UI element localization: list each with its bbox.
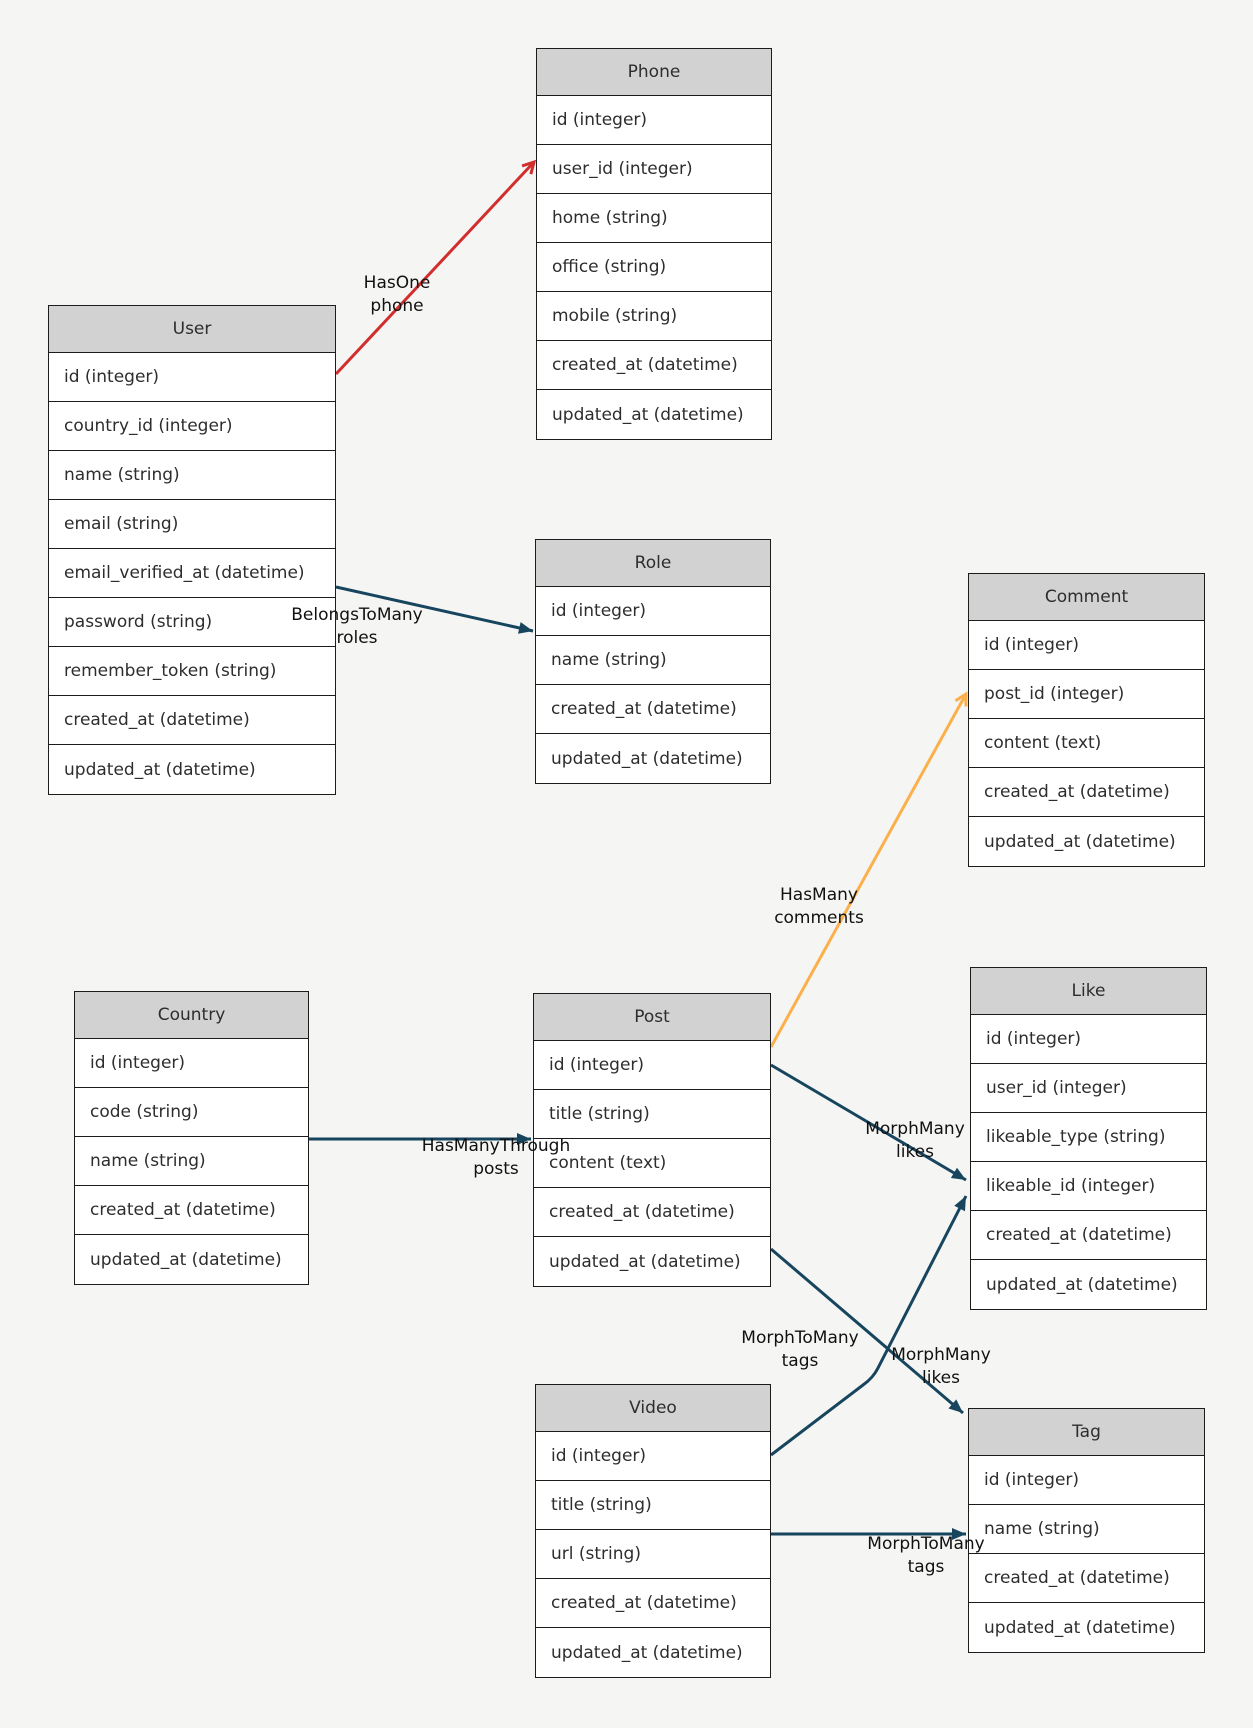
field-row: created_at (datetime) xyxy=(971,1211,1206,1260)
field-row: home (string) xyxy=(537,194,771,243)
field-row: updated_at (datetime) xyxy=(551,1642,743,1663)
entity-title: Post xyxy=(534,994,770,1041)
entity-table-comment: Comment id (integer) post_id (integer) c… xyxy=(968,573,1205,867)
field-row: updated_at (datetime) xyxy=(90,1249,282,1270)
entity-title: Comment xyxy=(969,574,1204,621)
field-row: email (string) xyxy=(49,500,335,549)
field-row: id (integer) xyxy=(75,1039,308,1088)
field-row: office (string) xyxy=(537,243,771,292)
edge-post-comment xyxy=(769,691,968,1048)
field-row: updated_at (datetime) xyxy=(986,1274,1178,1295)
relationship-property: likes xyxy=(895,1142,935,1162)
entity-table-country: Country id (integer) code (string) name … xyxy=(74,991,309,1285)
field-row: remember_token (string) xyxy=(49,647,335,696)
field-row: created_at (datetime) xyxy=(536,1579,770,1628)
field-row: title (string) xyxy=(534,1090,770,1139)
field-row: likeable_id (integer) xyxy=(971,1162,1206,1211)
field-row: content (text) xyxy=(534,1139,770,1188)
field-row: id (integer) xyxy=(537,96,771,145)
field-row: created_at (datetime) xyxy=(534,1188,770,1237)
relationship-type: HasManyThrough xyxy=(421,1136,571,1156)
field-row: id (integer) xyxy=(534,1041,770,1090)
edge-user-phone xyxy=(334,159,537,376)
relationship-label-hasmanythrough-posts: HasManyThrough posts xyxy=(422,1135,571,1181)
relationship-type: MorphMany xyxy=(865,1119,965,1139)
relationship-type: HasOne xyxy=(363,273,431,293)
field-row: updated_at (datetime) xyxy=(552,404,744,425)
entity-title: Phone xyxy=(537,49,771,96)
entity-table-phone: Phone id (integer) user_id (integer) hom… xyxy=(536,48,772,440)
field-row: likeable_type (string) xyxy=(971,1113,1206,1162)
field-row: id (integer) xyxy=(49,353,335,402)
entity-table-user: User id (integer) country_id (integer) n… xyxy=(48,305,336,795)
field-row: post_id (integer) xyxy=(969,670,1204,719)
field-row: created_at (datetime) xyxy=(536,685,770,734)
entity-table-post: Post id (integer) title (string) content… xyxy=(533,993,771,1287)
field-row: title (string) xyxy=(536,1481,770,1530)
field-row: created_at (datetime) xyxy=(969,1554,1204,1603)
field-row: name (string) xyxy=(969,1505,1204,1554)
field-row: name (string) xyxy=(536,636,770,685)
field-row: updated_at (datetime) xyxy=(549,1251,741,1272)
relationship-type: MorphMany xyxy=(891,1345,991,1365)
entity-title: Video xyxy=(536,1385,770,1432)
field-row: mobile (string) xyxy=(537,292,771,341)
field-row: created_at (datetime) xyxy=(49,696,335,745)
field-row: code (string) xyxy=(75,1088,308,1137)
entity-title: Like xyxy=(971,968,1206,1015)
relationship-property: comments xyxy=(774,908,864,928)
relationship-property: tags xyxy=(781,1351,819,1371)
entity-table-video: Video id (integer) title (string) url (s… xyxy=(535,1384,771,1678)
field-row: name (string) xyxy=(75,1137,308,1186)
entity-table-tag: Tag id (integer) name (string) created_a… xyxy=(968,1408,1205,1653)
field-row: user_id (integer) xyxy=(971,1064,1206,1113)
field-row: content (text) xyxy=(969,719,1204,768)
relationship-property: posts xyxy=(473,1159,519,1179)
field-row: created_at (datetime) xyxy=(75,1186,308,1235)
entity-title: Role xyxy=(536,540,770,587)
relationship-label-belongstomany-roles: BelongsToMany roles xyxy=(291,604,422,650)
field-row: id (integer) xyxy=(536,587,770,636)
field-row: updated_at (datetime) xyxy=(64,759,256,780)
relationship-property: roles xyxy=(336,628,378,648)
entity-title: User xyxy=(49,306,335,353)
field-row: id (integer) xyxy=(969,621,1204,670)
relationship-label-hasone-phone: HasOne phone xyxy=(364,272,431,318)
field-row: name (string) xyxy=(49,451,335,500)
field-row: updated_at (datetime) xyxy=(984,831,1176,852)
relationship-label-morphtomany-tags-video: MorphToMany tags xyxy=(867,1533,984,1579)
edge-user-role xyxy=(335,585,534,634)
entity-title: Country xyxy=(75,992,308,1039)
relationship-label-hasmany-comments: HasMany comments xyxy=(774,884,864,930)
edge-video-like xyxy=(770,1195,968,1457)
field-row: email_verified_at (datetime) xyxy=(49,549,335,598)
relationship-property: tags xyxy=(907,1557,945,1577)
edge-post-like xyxy=(770,1063,967,1182)
field-row: created_at (datetime) xyxy=(969,768,1204,817)
field-row: user_id (integer) xyxy=(537,145,771,194)
field-row: id (integer) xyxy=(536,1432,770,1481)
field-row: id (integer) xyxy=(969,1456,1204,1505)
field-row: url (string) xyxy=(536,1530,770,1579)
relationship-type: BelongsToMany xyxy=(291,605,423,625)
relationship-label-morphmany-likes-video: MorphMany likes xyxy=(891,1344,991,1390)
field-row: created_at (datetime) xyxy=(537,341,771,390)
field-row: password (string) xyxy=(49,598,335,647)
field-row: updated_at (datetime) xyxy=(984,1617,1176,1638)
field-row: updated_at (datetime) xyxy=(551,748,743,769)
entity-title: Tag xyxy=(969,1409,1204,1456)
relationship-label-morphtomany-tags-post: MorphToMany tags xyxy=(741,1327,858,1373)
relationship-property: likes xyxy=(921,1368,961,1388)
entity-table-like: Like id (integer) user_id (integer) like… xyxy=(970,967,1207,1310)
relationship-type: MorphToMany xyxy=(867,1534,985,1554)
relationship-label-morphmany-likes-post: MorphMany likes xyxy=(865,1118,965,1164)
field-row: country_id (integer) xyxy=(49,402,335,451)
edge-post-tag xyxy=(770,1247,964,1415)
relationship-type: HasMany xyxy=(780,885,858,905)
entity-table-role: Role id (integer) name (string) created_… xyxy=(535,539,771,784)
field-row: id (integer) xyxy=(971,1015,1206,1064)
relationship-property: phone xyxy=(370,296,424,316)
relationship-type: MorphToMany xyxy=(741,1328,859,1348)
